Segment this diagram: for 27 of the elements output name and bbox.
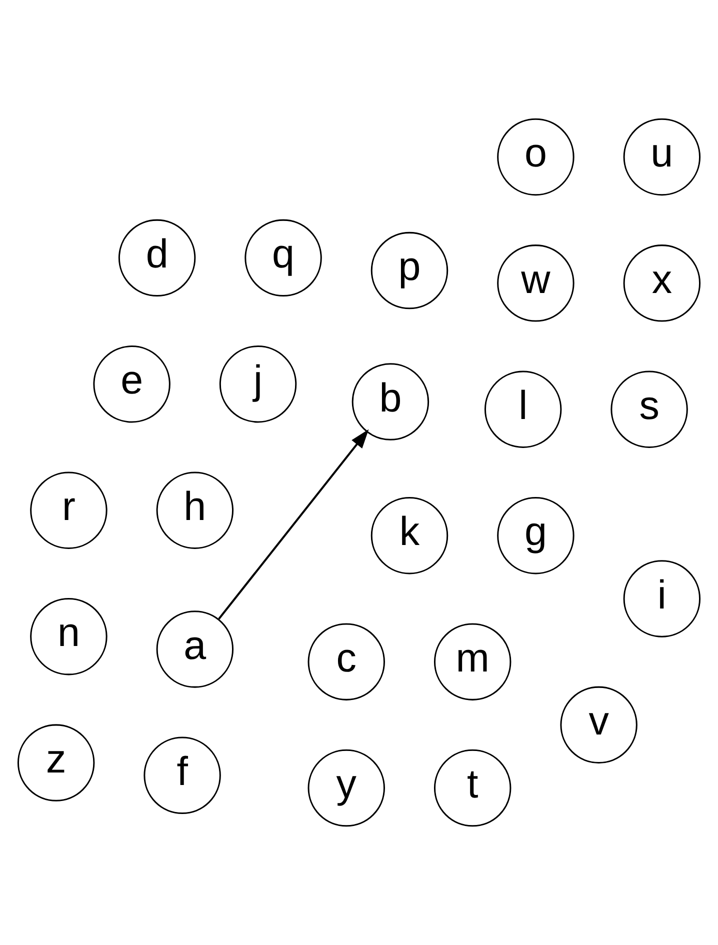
node-circle: s: [610, 370, 688, 448]
node-circle: r: [30, 472, 108, 549]
node-circle: a: [156, 610, 234, 688]
node-circle: j: [219, 346, 297, 423]
node-circle: t: [434, 749, 512, 827]
node-circle: m: [434, 623, 512, 700]
node-circle: f: [144, 736, 221, 814]
node-circle: o: [497, 118, 574, 196]
node-circle: n: [30, 598, 108, 676]
node-circle: i: [623, 560, 701, 638]
node-circle: h: [156, 472, 234, 549]
arrow: [218, 429, 369, 620]
node-circle: q: [244, 219, 322, 297]
node-circle: p: [370, 232, 448, 310]
node-circle: c: [308, 623, 385, 700]
node-circle: l: [484, 370, 562, 448]
node-circle: d: [118, 219, 196, 297]
node-circle: g: [497, 496, 574, 574]
node-circle: k: [370, 496, 448, 574]
node-circle: e: [93, 346, 170, 423]
node-circle: z: [17, 724, 95, 802]
node-circle: b: [352, 363, 430, 440]
node-circle: y: [308, 749, 385, 827]
node-circle: u: [623, 118, 701, 196]
node-circle: x: [623, 244, 701, 322]
node-circle: w: [497, 244, 574, 322]
node-circle: v: [560, 686, 638, 764]
